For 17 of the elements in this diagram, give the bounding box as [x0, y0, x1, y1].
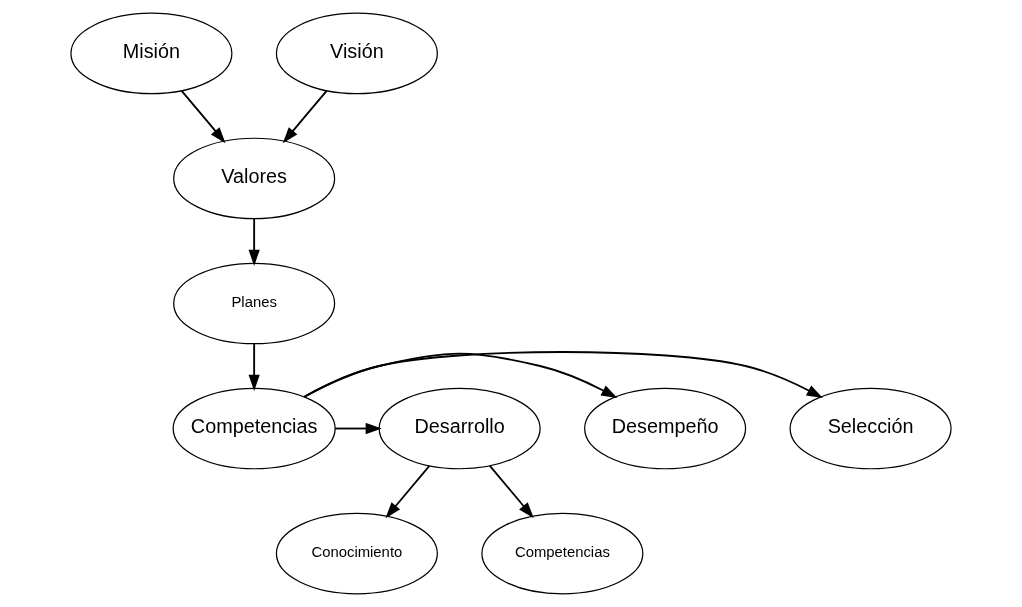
node-ellipse: Misión [70, 12, 233, 95]
arrow [180, 89, 226, 144]
node-ellipse: Competencias [481, 512, 644, 595]
arrow [385, 464, 431, 519]
node-ellipse: Desarrollo [378, 387, 541, 470]
node-ellipse: Valores [173, 137, 336, 220]
arrow [488, 464, 534, 519]
arrow [282, 89, 328, 144]
node-ellipse: Planes [173, 262, 336, 345]
node-ellipse: Visión [275, 12, 438, 95]
arrow [248, 217, 260, 266]
arrow [248, 342, 260, 391]
arrow [303, 351, 823, 399]
node-ellipse: Conocimiento [275, 512, 438, 595]
arrow [334, 422, 382, 435]
node-ellipse: Competencias [172, 387, 336, 470]
arrow [303, 352, 618, 399]
